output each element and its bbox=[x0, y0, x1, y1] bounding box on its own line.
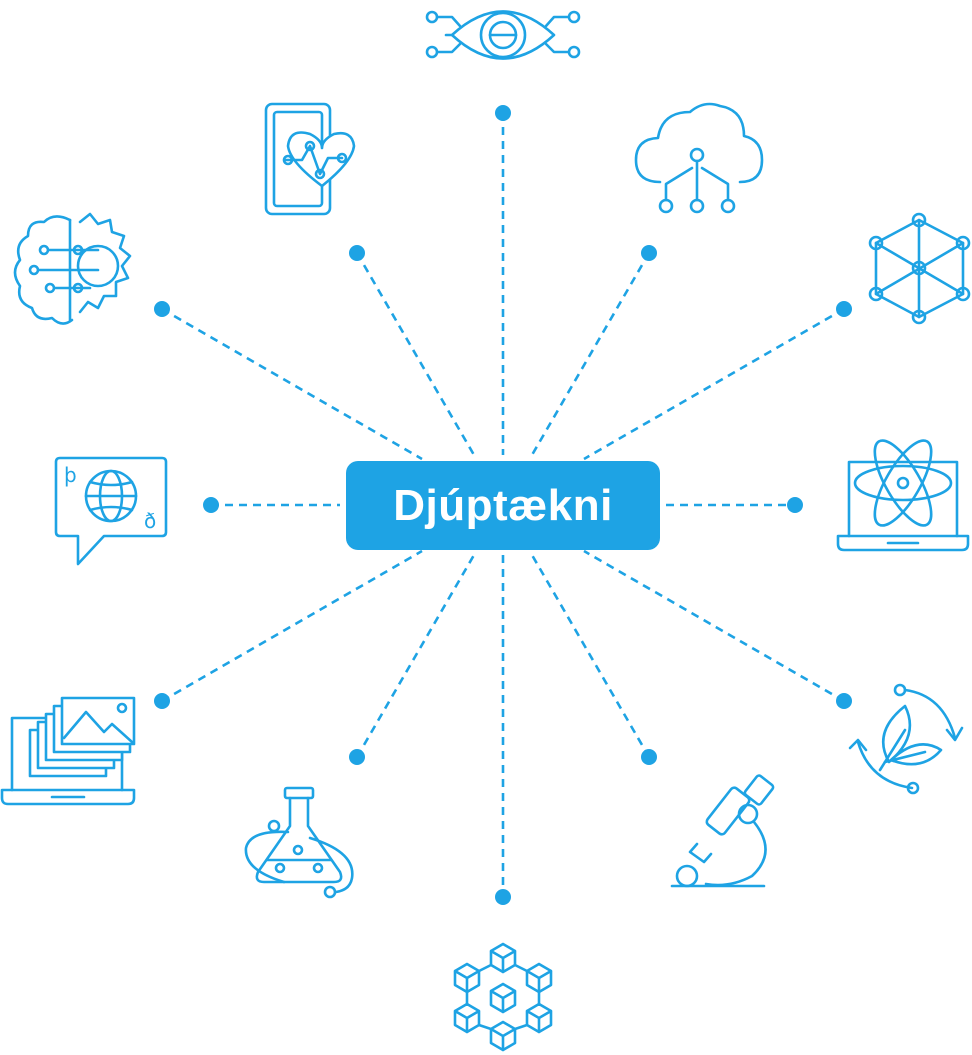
dot-bottom bbox=[495, 889, 511, 905]
microscope-icon bbox=[670, 774, 775, 888]
dot-upper-right-outer bbox=[836, 301, 852, 317]
center-node: Djúptækni bbox=[346, 461, 660, 550]
spoke-lower-right-outer bbox=[583, 549, 845, 703]
center-title: Djúptækni bbox=[393, 480, 613, 530]
cloud-network-icon bbox=[634, 102, 764, 214]
spoke-upper-right-inner bbox=[530, 252, 651, 456]
spoke-upper-left-outer bbox=[161, 307, 423, 461]
dot-lower-right-inner bbox=[641, 749, 657, 765]
dot-right bbox=[787, 497, 803, 513]
spoke-lower-left-outer bbox=[161, 549, 423, 703]
thorn-glyph: þ bbox=[64, 463, 77, 487]
spoke-upper-left-inner bbox=[355, 252, 476, 456]
spoke-lower-right-inner bbox=[530, 554, 651, 758]
spoke-dots bbox=[154, 105, 852, 905]
dot-lower-left-outer bbox=[154, 693, 170, 709]
dot-top bbox=[495, 105, 511, 121]
molecule-hexagon-icon bbox=[868, 212, 971, 325]
globe-speech-icon bbox=[54, 456, 168, 566]
eye-circuit-icon bbox=[425, 10, 581, 60]
spokes bbox=[161, 113, 845, 897]
brain-gear-icon bbox=[13, 212, 132, 325]
blockchain-cubes-icon bbox=[453, 942, 553, 1052]
spoke-lower-left-inner bbox=[355, 554, 476, 758]
spoke-upper-right-outer bbox=[583, 307, 845, 461]
dot-lower-right-outer bbox=[836, 693, 852, 709]
dot-upper-left-inner bbox=[349, 245, 365, 261]
dot-lower-left-inner bbox=[349, 749, 365, 765]
flask-orbit-icon bbox=[244, 786, 354, 899]
dot-upper-left-outer bbox=[154, 301, 170, 317]
laptop-atom-icon bbox=[836, 439, 970, 552]
phone-heart-icon bbox=[264, 102, 356, 216]
dot-left bbox=[203, 497, 219, 513]
eth-glyph: ð bbox=[144, 509, 156, 533]
recycle-leaves-icon bbox=[848, 683, 964, 795]
dot-upper-right-inner bbox=[641, 245, 657, 261]
laptop-gallery-icon bbox=[0, 696, 136, 806]
